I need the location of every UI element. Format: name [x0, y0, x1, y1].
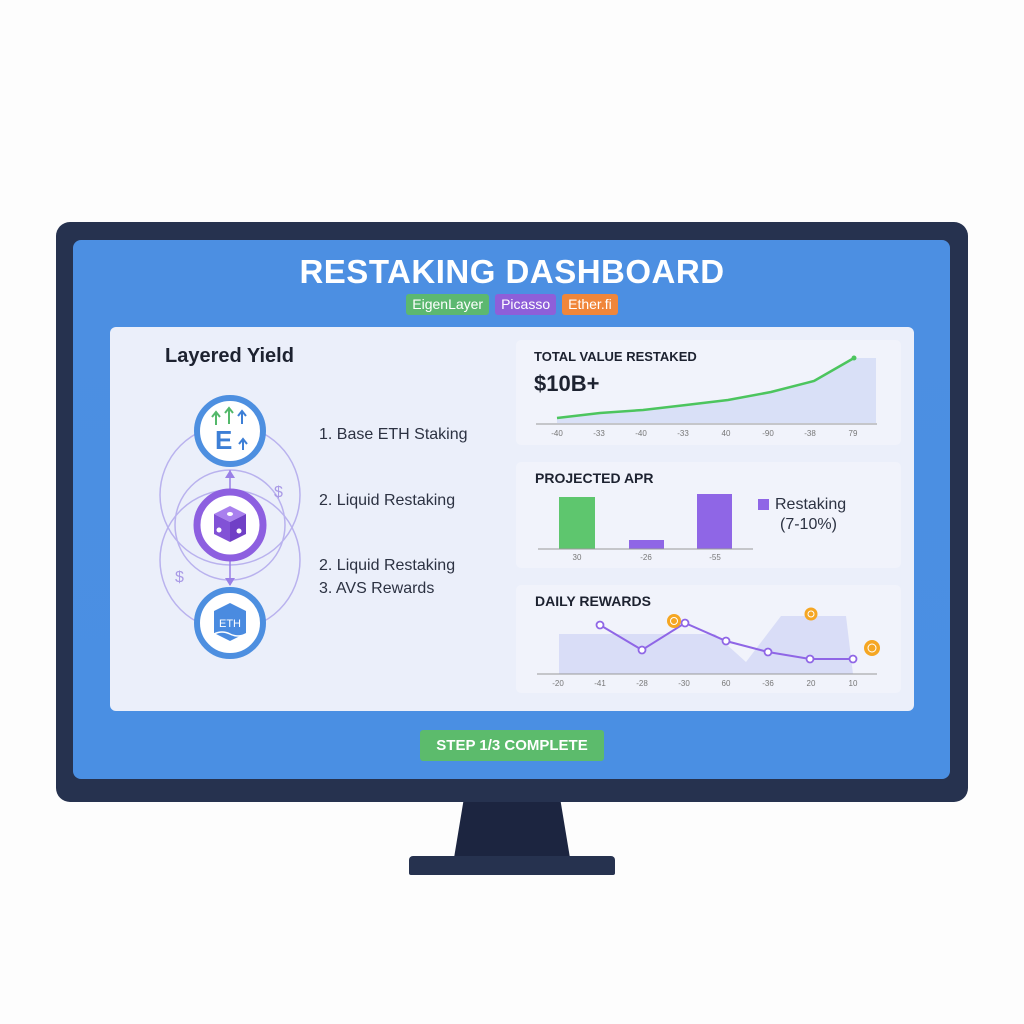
tick: 79 — [848, 429, 858, 438]
tick: -90 — [762, 429, 774, 438]
tick: 60 — [721, 679, 731, 688]
daily-rewards-title: DAILY REWARDS — [535, 593, 651, 609]
protocol-tags: EigenLayer Picasso Ether.fi — [0, 294, 1024, 315]
tvl-title: TOTAL VALUE RESTAKED — [534, 349, 697, 364]
tick: -40 — [551, 429, 563, 438]
step-avs-rewards: 3. AVS Rewards — [319, 580, 435, 597]
tag-eigenlayer[interactable]: EigenLayer — [406, 294, 490, 315]
tag-etherfi[interactable]: Ether.fi — [562, 294, 618, 315]
apr-title: PROJECTED APR — [535, 470, 654, 486]
step-complete-button[interactable]: STEP 1/3 COMPLETE — [420, 730, 604, 761]
tick: -36 — [762, 679, 774, 688]
monitor-stand-base — [409, 856, 615, 875]
tick: -55 — [709, 553, 721, 562]
monitor-stand-neck — [454, 802, 570, 858]
tick: 10 — [848, 679, 858, 688]
apr-legend: Restaking (7-10%) — [758, 496, 846, 534]
tick: -30 — [678, 679, 690, 688]
tag-picasso[interactable]: Picasso — [495, 294, 557, 315]
tick: -33 — [593, 429, 605, 438]
step-liquid-restaking-2: 2. Liquid Restaking — [319, 557, 456, 574]
tick: -41 — [594, 679, 606, 688]
tick: 20 — [806, 679, 816, 688]
step-liquid-restaking: 2. Liquid Restaking — [319, 492, 456, 509]
tvl-value: $10B+ — [534, 371, 600, 396]
tick: -28 — [636, 679, 648, 688]
layered-yield-title: Layered Yield — [165, 345, 294, 367]
step-base-eth-staking: 1. Base ETH Staking — [319, 426, 468, 443]
dashboard-title: RESTAKING DASHBOARD — [299, 253, 725, 290]
tick: 40 — [721, 429, 731, 438]
tick: -38 — [804, 429, 816, 438]
legend-label: Restaking — [775, 496, 847, 513]
tick: -33 — [677, 429, 689, 438]
tick: -26 — [640, 553, 652, 562]
legend-range: (7-10%) — [780, 516, 837, 533]
tick: -40 — [635, 429, 647, 438]
tick: -20 — [552, 679, 564, 688]
tick: 30 — [572, 553, 582, 562]
legend-swatch-restaking — [758, 499, 769, 511]
